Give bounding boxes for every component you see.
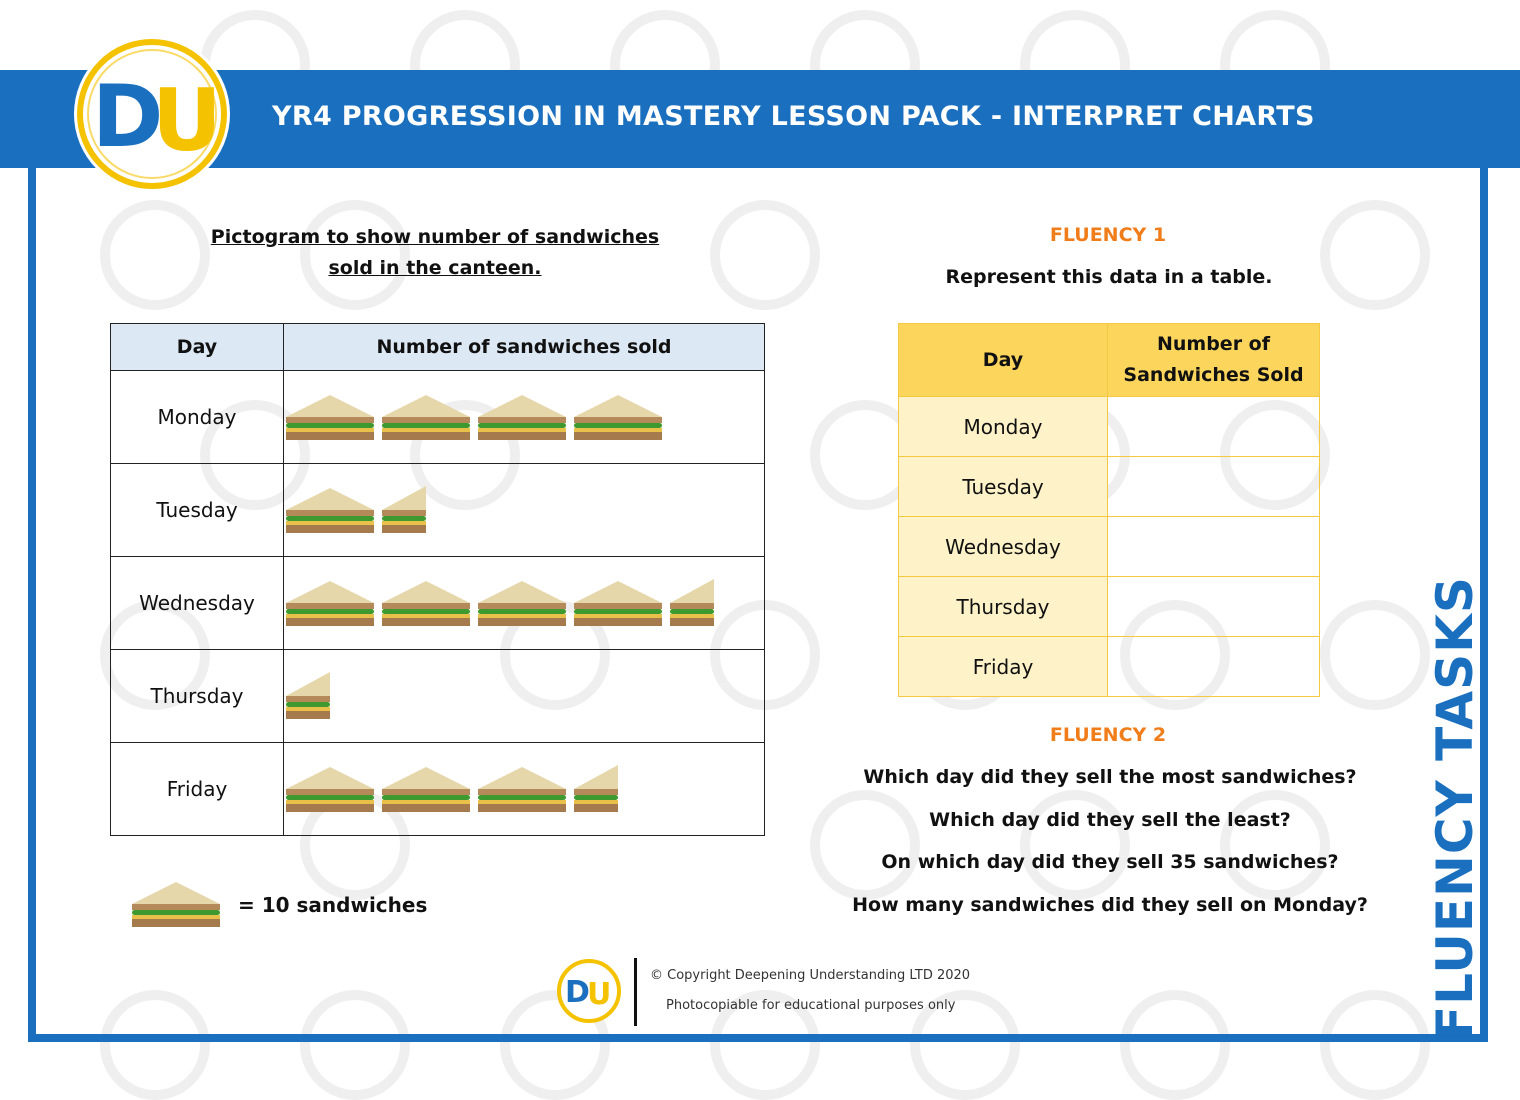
sandwich-icon — [286, 767, 374, 812]
pictogram-symbols — [283, 370, 765, 464]
fluency1-day: Monday — [898, 396, 1108, 457]
sandwich-icon — [478, 767, 566, 812]
pictogram-day: Monday — [110, 370, 284, 464]
svg-text:D: D — [565, 975, 590, 1010]
footer-du-logo: D U — [557, 959, 621, 1023]
table-row: Thursday — [898, 576, 1320, 637]
fluency1-heading: FLUENCY 1 — [1049, 224, 1167, 246]
pictogram-day: Friday — [110, 742, 284, 836]
sandwich-icon — [286, 395, 374, 440]
pictogram-row: Friday — [110, 742, 765, 836]
half-sandwich-icon — [382, 486, 426, 533]
sandwich-icon — [286, 581, 374, 626]
fluency1-answer-cell[interactable] — [1107, 396, 1320, 457]
du-logo: D U — [74, 36, 230, 192]
pictogram-key-symbol — [132, 880, 220, 932]
half-sandwich-icon — [670, 579, 714, 626]
pictogram-title-line1: Pictogram to show number of sandwiches — [210, 226, 660, 248]
footer-note: Photocopiable for educational purposes o… — [666, 998, 956, 1013]
pictogram-row: Monday — [110, 370, 765, 464]
page-frame — [28, 160, 1488, 1042]
pictogram-row: Thursday — [110, 649, 765, 743]
table-row: Monday — [898, 396, 1320, 457]
sandwich-icon — [574, 395, 662, 440]
pictogram-symbols — [283, 463, 765, 557]
pictogram-header-count: Number of sandwiches sold — [283, 323, 765, 371]
fluency2-question: Which day did they sell the least? — [929, 809, 1291, 831]
fluency1-answer-cell[interactable] — [1107, 576, 1320, 637]
pictogram-symbols — [283, 742, 765, 836]
pictogram-day: Tuesday — [110, 463, 284, 557]
header-bar — [0, 70, 1520, 168]
table-row: Tuesday — [898, 456, 1320, 517]
pictogram-title: Pictogram to show number of sandwiches s… — [180, 222, 690, 284]
pictogram-row: Tuesday — [110, 463, 765, 557]
page-title: YR4 PROGRESSION IN MASTERY LESSON PACK -… — [272, 101, 1315, 132]
pictogram-symbols — [283, 649, 765, 743]
pictogram-row: Wednesday — [110, 556, 765, 650]
half-sandwich-icon — [574, 765, 618, 812]
sandwich-icon — [382, 767, 470, 812]
pictogram-table: Day Number of sandwiches sold Monday Tue… — [110, 323, 765, 836]
pictogram-day: Wednesday — [110, 556, 284, 650]
fluency2-question: Which day did they sell the most sandwic… — [863, 766, 1357, 788]
fluency1-instruction: Represent this data in a table. — [945, 266, 1273, 288]
fluency2-question: How many sandwiches did they sell on Mon… — [852, 894, 1368, 916]
fluency2-heading: FLUENCY 2 — [1049, 724, 1167, 746]
pictogram-title-line2: sold in the canteen. — [328, 257, 542, 279]
half-sandwich-icon — [286, 672, 330, 719]
sandwich-icon — [478, 581, 566, 626]
sandwich-icon — [382, 395, 470, 440]
sandwich-icon — [574, 581, 662, 626]
sandwich-icon — [382, 581, 470, 626]
fluency1-answer-cell[interactable] — [1107, 456, 1320, 517]
fluency1-day: Friday — [898, 636, 1108, 697]
fluency1-header-count-line2: Sandwiches Sold — [1123, 364, 1304, 386]
footer-copyright: © Copyright Deepening Understanding LTD … — [650, 968, 971, 983]
sandwich-icon — [478, 395, 566, 440]
fluency1-header-count-line1: Number of — [1156, 333, 1271, 355]
svg-text:U: U — [587, 977, 611, 1012]
table-row: Wednesday — [898, 516, 1320, 577]
fluency1-header-count: Number of Sandwiches Sold — [1107, 323, 1320, 397]
pictogram-symbols — [283, 556, 765, 650]
sandwich-icon — [286, 488, 374, 533]
svg-text:U: U — [152, 71, 222, 171]
pictogram-day: Thursday — [110, 649, 284, 743]
side-label: FLUENCY TASKS — [1426, 576, 1484, 1040]
fluency1-table: Day Number of Sandwiches Sold Monday Tue… — [898, 323, 1320, 697]
svg-text:D: D — [92, 67, 163, 167]
fluency2-question: On which day did they sell 35 sandwiches… — [881, 851, 1339, 873]
fluency1-day: Thursday — [898, 576, 1108, 637]
fluency1-answer-cell[interactable] — [1107, 636, 1320, 697]
fluency1-header-day: Day — [898, 323, 1108, 397]
fluency1-day: Tuesday — [898, 456, 1108, 517]
footer-divider — [634, 958, 637, 1026]
table-row: Friday — [898, 636, 1320, 697]
pictogram-header-day: Day — [110, 323, 284, 371]
sandwich-icon — [132, 882, 220, 927]
pictogram-key-text: = 10 sandwiches — [238, 893, 428, 917]
fluency1-day: Wednesday — [898, 516, 1108, 577]
fluency1-answer-cell[interactable] — [1107, 516, 1320, 577]
